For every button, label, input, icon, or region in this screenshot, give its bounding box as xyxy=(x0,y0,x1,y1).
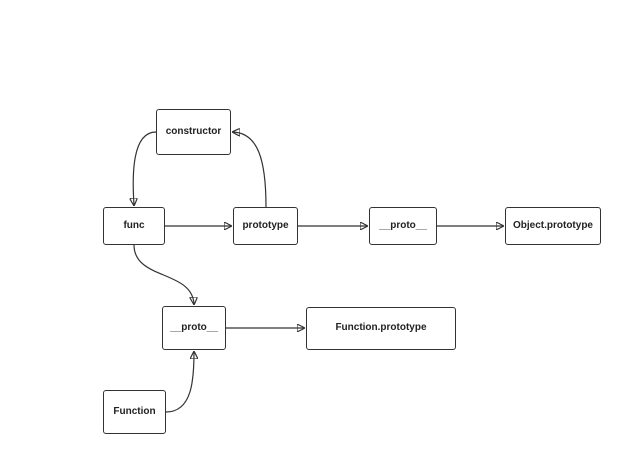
node-function-prototype: Function.prototype xyxy=(306,307,456,350)
edge-prototype-to-constructor xyxy=(233,132,267,208)
node-function: Function xyxy=(103,390,166,434)
edge-constructor-to-func xyxy=(133,131,157,205)
node-proto-function-chain: __proto__ xyxy=(162,306,226,350)
node-proto-object-chain: __proto__ xyxy=(369,207,437,245)
node-func: func xyxy=(103,207,165,245)
edge-function-to-proto xyxy=(165,352,194,413)
node-object-prototype: Object.prototype xyxy=(505,207,601,245)
node-prototype: prototype xyxy=(233,207,298,245)
edge-func-to-proto xyxy=(133,244,194,304)
node-constructor: constructor xyxy=(156,109,231,155)
